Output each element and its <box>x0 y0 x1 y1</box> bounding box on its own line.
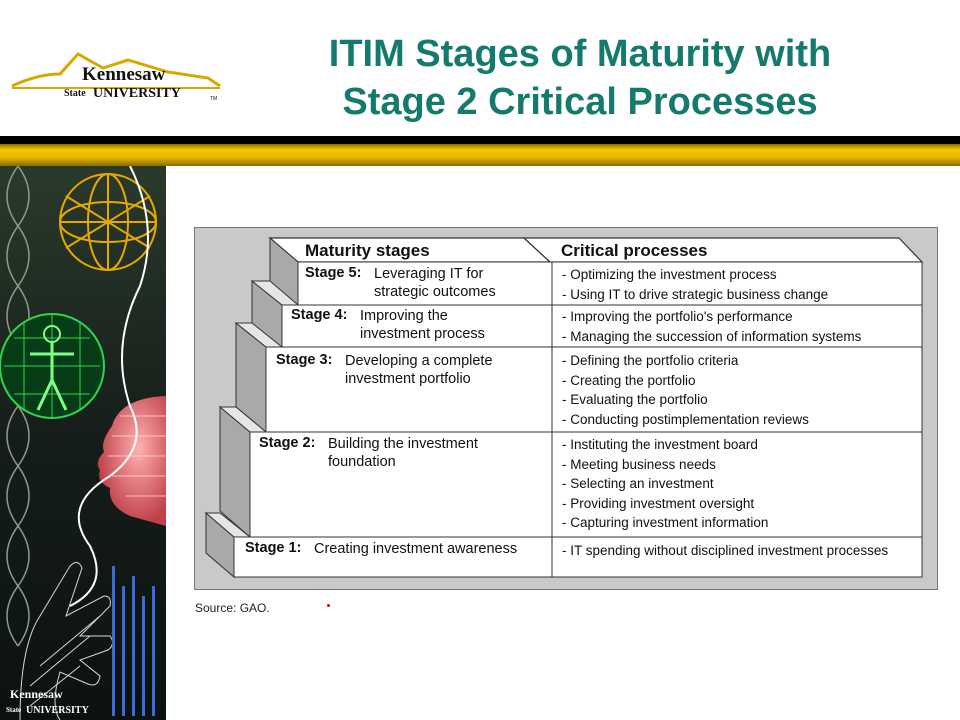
stage-4-processes: - Improving the portfolio's performance … <box>562 307 861 346</box>
logo-state-text: State <box>64 88 86 99</box>
header-divider-black <box>0 136 960 144</box>
stage-3-text: Developing a complete investment portfol… <box>345 353 493 387</box>
stage-4-process-1: - Improving the portfolio's performance <box>562 309 793 324</box>
sidebar-logo: Kennesaw State UNIVERSITY <box>6 687 90 716</box>
digital-pattern-graphic <box>112 566 155 716</box>
stage-1-label: Stage 1: <box>245 540 302 556</box>
stage-2-process-5: - Capturing investment information <box>562 515 769 530</box>
stage-1-process-1: - IT spending without disciplined invest… <box>562 543 889 558</box>
stage-4-text: Improving the investment process <box>360 308 485 342</box>
stage-3-label: Stage 3: <box>276 352 333 368</box>
sidebar-logo-university: UNIVERSITY <box>26 705 90 716</box>
page-title: ITIM Stages of Maturity with Stage 2 Cri… <box>250 30 910 126</box>
stage-1-text: Creating investment awareness <box>314 541 518 557</box>
sidebar-logo-kennesaw: Kennesaw <box>10 687 63 701</box>
wireframe-hand-graphic <box>19 562 114 720</box>
source-note: Source: GAO. <box>195 601 270 615</box>
green-sphere-graphic <box>0 313 105 419</box>
stage-3-process-3: - Evaluating the portfolio <box>562 392 708 407</box>
col-header-maturity-stages: Maturity stages <box>305 241 430 260</box>
logo-kennesaw-text: Kennesaw <box>82 64 166 85</box>
stage-5-text: Leveraging IT for strategic outcomes <box>374 266 496 300</box>
stage-2-text: Building the investment foundation <box>328 436 478 470</box>
stage-2-label: Stage 2: <box>259 435 316 451</box>
gold-sphere-graphic <box>59 173 157 271</box>
col-header-critical-processes: Critical processes <box>561 241 708 260</box>
staircase-diagram <box>204 236 924 579</box>
logo-tm-text: TM <box>210 96 217 102</box>
stage-2-process-1: - Instituting the investment board <box>562 437 758 452</box>
stage-2-process-3: - Selecting an investment <box>562 476 714 491</box>
title-line-1: ITIM Stages of Maturity with <box>328 33 832 75</box>
stage-5-process-2: - Using IT to drive strategic business c… <box>562 286 829 302</box>
title-line-2: Stage 2 Critical Processes <box>342 81 818 123</box>
decorative-collage: Kennesaw State UNIVERSITY <box>0 166 166 720</box>
red-dot-mark <box>327 604 330 607</box>
university-logo: Kennesaw State UNIVERSITY TM <box>11 52 221 102</box>
stage-5-processes: - Optimizing the investment process - Us… <box>562 265 828 304</box>
stage-1-processes: - IT spending without disciplined invest… <box>562 541 888 561</box>
sidebar-logo-state: State <box>6 706 21 714</box>
stage-2-process-2: - Meeting business needs <box>562 456 716 472</box>
stage-2-processes: - Instituting the investment board - Mee… <box>562 435 768 533</box>
stage-3-process-2: - Creating the portfolio <box>562 372 696 388</box>
stage-4-process-2: - Managing the succession of information… <box>562 328 862 344</box>
stage-3-processes: - Defining the portfolio criteria - Crea… <box>562 351 809 429</box>
stage-5-process-1: - Optimizing the investment process <box>562 267 777 282</box>
header-divider-gold <box>0 144 960 166</box>
stage-5-label: Stage 5: <box>305 265 362 281</box>
face-profile-graphic <box>97 396 166 526</box>
stage-4-label: Stage 4: <box>291 307 348 323</box>
stage-2-process-4: - Providing investment oversight <box>562 495 755 511</box>
stage-3-process-1: - Defining the portfolio criteria <box>562 353 739 368</box>
stage-3-process-4: - Conducting postimplementation reviews <box>562 411 809 427</box>
logo-university-text: UNIVERSITY <box>93 86 181 101</box>
